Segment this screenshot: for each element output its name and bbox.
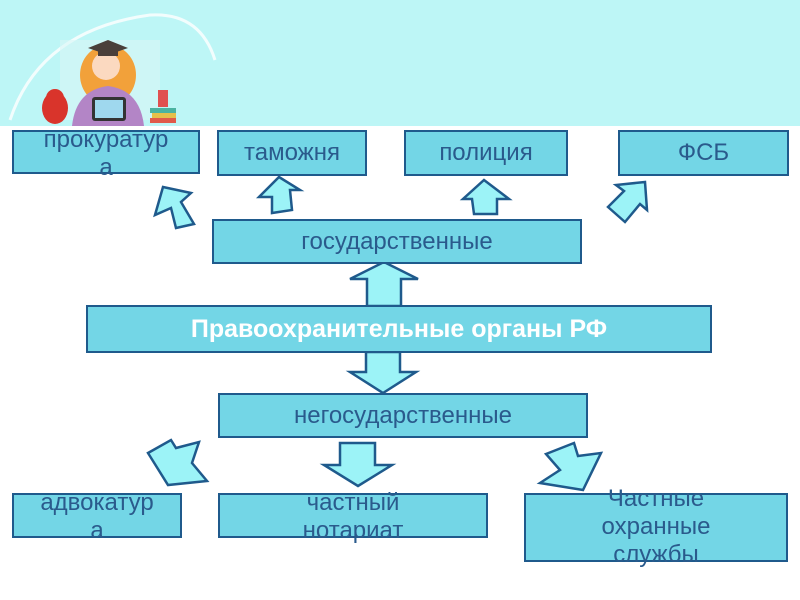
box-police[interactable]: полиция — [404, 130, 568, 176]
box-advocacy-label: адвокатур а — [40, 488, 154, 544]
box-state[interactable]: государственные — [212, 219, 582, 264]
box-notary[interactable]: частный нотариат — [218, 489, 488, 544]
arrow-up-left-icon — [153, 185, 196, 230]
arrow-down-icon — [319, 441, 397, 488]
student-illustration — [8, 13, 217, 126]
box-fsb[interactable]: ФСБ — [618, 130, 789, 176]
box-root[interactable]: Правоохранительные органы РФ — [86, 305, 712, 353]
arrow-up-right-icon — [606, 180, 649, 224]
box-notary-label: частный нотариат — [302, 488, 404, 544]
box-non-state[interactable]: негосударственные — [218, 393, 588, 438]
box-security-services[interactable]: Частные охранные службы — [524, 485, 788, 568]
face — [92, 52, 120, 80]
box-advocacy[interactable]: адвокатур а — [12, 489, 182, 544]
box-prosecutor[interactable]: прокуратур а — [12, 126, 200, 181]
books-icon — [150, 108, 176, 113]
box-security-services-label: Частные охранные службы — [601, 484, 711, 568]
arrow-up-icon — [459, 178, 513, 216]
arrow-up-icon — [255, 175, 305, 215]
box-fsb-label: ФСБ — [677, 139, 730, 166]
arrow-down-right-icon — [536, 441, 604, 492]
arrow-down-icon — [345, 350, 421, 395]
box-prosecutor-label: прокуратур а — [43, 126, 169, 181]
arrow-down-left-icon — [146, 438, 210, 487]
cup-icon — [158, 90, 168, 107]
arrow-up-icon — [349, 260, 419, 308]
box-police-label: полиция — [439, 139, 533, 166]
box-state-label: государственные — [301, 227, 493, 255]
box-root-label: Правоохранительные органы РФ — [190, 315, 608, 343]
box-customs[interactable]: таможня — [217, 130, 367, 176]
box-customs-label: таможня — [244, 139, 340, 166]
box-non-state-label: негосударственные — [293, 401, 512, 429]
